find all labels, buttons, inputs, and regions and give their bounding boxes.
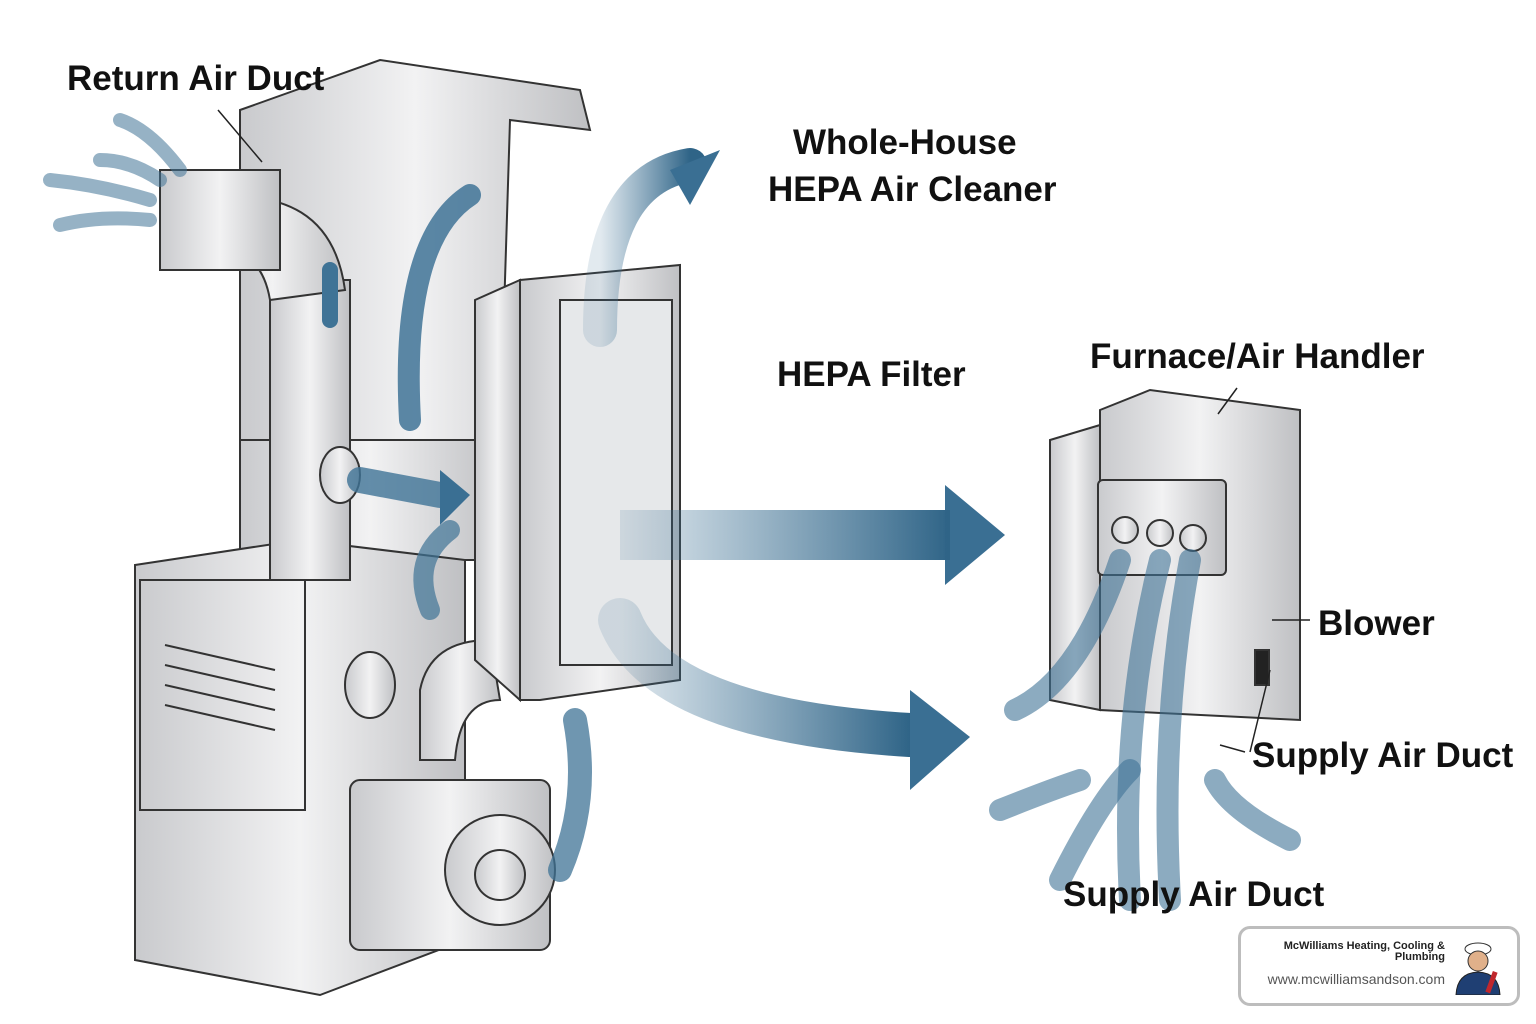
hepa-cleaner-unit: [474, 278, 521, 703]
company-website: www.mcwilliamsandson.com: [1267, 971, 1445, 987]
company-badge: McWilliams Heating, Cooling & Plumbing w…: [1238, 926, 1520, 1006]
label-whole-house-line2: HEPA Air Cleaner: [768, 170, 1057, 209]
vertical-pipe: [269, 279, 351, 581]
label-supply-air-duct-bottom: Supply Air Duct: [1063, 875, 1325, 914]
label-whole-house-line1: Whole-House: [793, 123, 1017, 162]
label-supply-air-duct-right: Supply Air Duct: [1252, 736, 1514, 775]
label-furnace-air-handler: Furnace/Air Handler: [1090, 337, 1425, 376]
label-return-air-duct: Return Air Duct: [67, 59, 325, 98]
vent-louvers: [164, 644, 276, 731]
label-blower: Blower: [1318, 604, 1435, 643]
company-name: McWilliams Heating, Cooling & Plumbing: [1283, 940, 1445, 963]
plumber-mascot-icon: [1455, 942, 1501, 995]
label-hepa-filter: HEPA Filter: [777, 355, 966, 394]
airflow-arrows: [43, 113, 1301, 911]
